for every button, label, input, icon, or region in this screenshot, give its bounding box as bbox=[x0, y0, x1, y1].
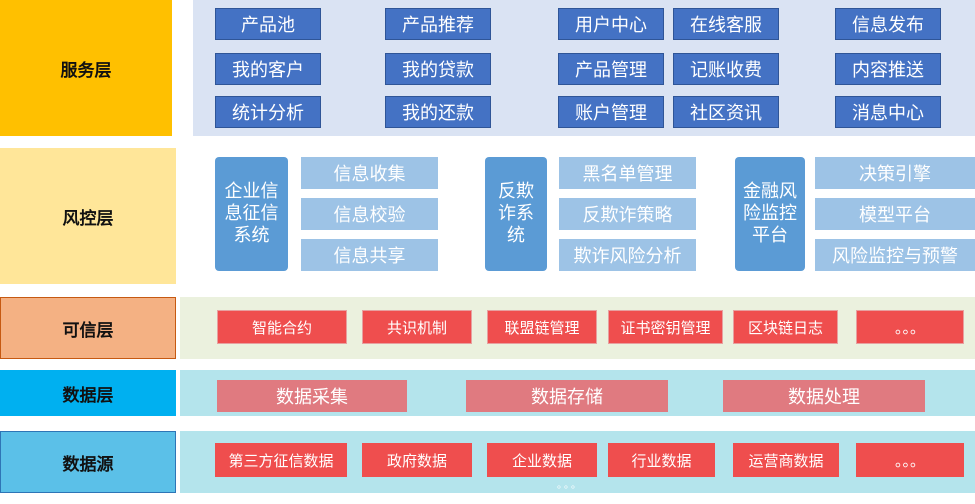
service-item-info-publish[interactable]: 信息发布 bbox=[835, 8, 941, 40]
risk-system-anti-fraud[interactable]: 反欺诈系统 bbox=[485, 157, 547, 271]
trust-item-smart-contract[interactable]: 智能合约 bbox=[217, 310, 347, 344]
source-item-more[interactable]: 。。。 bbox=[856, 443, 964, 477]
trust-item-consensus[interactable]: 共识机制 bbox=[362, 310, 472, 344]
service-item-content-push[interactable]: 内容推送 bbox=[835, 53, 941, 85]
trust-item-blockchain-log[interactable]: 区块链日志 bbox=[733, 310, 838, 344]
source-item-government[interactable]: 政府数据 bbox=[362, 443, 472, 477]
service-item-my-repayments[interactable]: 我的还款 bbox=[385, 96, 491, 128]
data-item-storage[interactable]: 数据存储 bbox=[466, 380, 668, 412]
risk-system-enterprise-credit[interactable]: 企业信息征信系统 bbox=[215, 157, 288, 271]
service-item-community-news[interactable]: 社区资讯 bbox=[673, 96, 779, 128]
layer-label-trust: 可信层 bbox=[0, 297, 176, 359]
risk-sub-model-platform[interactable]: 模型平台 bbox=[815, 198, 975, 230]
source-item-enterprise[interactable]: 企业数据 bbox=[487, 443, 597, 477]
risk-sub-info-share[interactable]: 信息共享 bbox=[301, 239, 438, 271]
trust-item-more[interactable]: 。。。 bbox=[856, 310, 964, 344]
risk-sub-info-collect[interactable]: 信息收集 bbox=[301, 157, 438, 189]
service-item-my-loans[interactable]: 我的贷款 bbox=[385, 53, 491, 85]
service-item-product-management[interactable]: 产品管理 bbox=[558, 53, 664, 85]
layer-label-risk: 风控层 bbox=[0, 148, 176, 284]
service-item-account-management[interactable]: 账户管理 bbox=[558, 96, 664, 128]
service-item-message-center[interactable]: 消息中心 bbox=[835, 96, 941, 128]
data-item-collection[interactable]: 数据采集 bbox=[217, 380, 407, 412]
service-item-my-customers[interactable]: 我的客户 bbox=[215, 53, 321, 85]
trust-item-consortium-chain[interactable]: 联盟链管理 bbox=[487, 310, 597, 344]
risk-sub-decision-engine[interactable]: 决策引擎 bbox=[815, 157, 975, 189]
service-item-online-support[interactable]: 在线客服 bbox=[673, 8, 779, 40]
service-item-statistics[interactable]: 统计分析 bbox=[215, 96, 321, 128]
trust-item-certificate-keys[interactable]: 证书密钥管理 bbox=[608, 310, 723, 344]
service-item-product-pool[interactable]: 产品池 bbox=[215, 8, 321, 40]
source-item-third-party-credit[interactable]: 第三方征信数据 bbox=[215, 443, 347, 477]
risk-sub-blacklist[interactable]: 黑名单管理 bbox=[559, 157, 696, 189]
service-item-user-center[interactable]: 用户中心 bbox=[558, 8, 664, 40]
source-item-industry[interactable]: 行业数据 bbox=[608, 443, 715, 477]
source-item-carrier[interactable]: 运营商数据 bbox=[733, 443, 839, 477]
service-item-product-recommend[interactable]: 产品推荐 bbox=[385, 8, 491, 40]
risk-system-financial-monitoring[interactable]: 金融风险监控平台 bbox=[735, 157, 805, 271]
data-item-processing[interactable]: 数据处理 bbox=[723, 380, 925, 412]
service-item-billing[interactable]: 记账收费 bbox=[673, 53, 779, 85]
layer-label-data: 数据层 bbox=[0, 370, 176, 416]
layer-label-source: 数据源 bbox=[0, 431, 176, 493]
risk-sub-info-verify[interactable]: 信息校验 bbox=[301, 198, 438, 230]
risk-sub-anti-fraud-strategy[interactable]: 反欺诈策略 bbox=[559, 198, 696, 230]
risk-sub-risk-monitor-alert[interactable]: 风险监控与预警 bbox=[815, 239, 975, 271]
layer-label-service: 服务层 bbox=[0, 0, 172, 136]
source-trailing-ellipsis: 。。。 bbox=[557, 479, 583, 491]
risk-sub-fraud-risk-analysis[interactable]: 欺诈风险分析 bbox=[559, 239, 696, 271]
